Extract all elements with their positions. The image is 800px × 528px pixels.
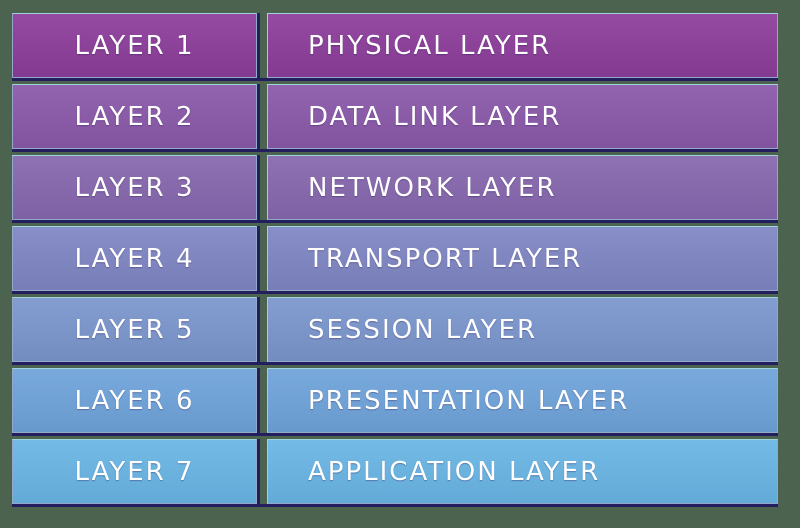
layer-row: LAYER 5 SESSION LAYER <box>12 297 778 365</box>
layer-number-label: LAYER 1 <box>74 30 195 61</box>
layer-name-box: PHYSICAL LAYER <box>267 13 778 78</box>
layer-number-label: LAYER 4 <box>74 243 195 274</box>
layer-name-box: NETWORK LAYER <box>267 155 778 220</box>
layer-name-label: PHYSICAL LAYER <box>308 30 552 61</box>
layer-number-box: LAYER 2 <box>12 84 257 149</box>
layer-row: LAYER 2 DATA LINK LAYER <box>12 84 778 152</box>
layer-number-box: LAYER 3 <box>12 155 257 220</box>
layer-row: LAYER 6 PRESENTATION LAYER <box>12 368 778 436</box>
layer-name-label: SESSION LAYER <box>308 314 538 345</box>
layer-row: LAYER 1 PHYSICAL LAYER <box>12 13 778 81</box>
layer-number-label: LAYER 7 <box>74 456 195 487</box>
layer-number-label: LAYER 3 <box>74 172 195 203</box>
layer-name-label: PRESENTATION LAYER <box>308 385 630 416</box>
layer-number-box: LAYER 5 <box>12 297 257 362</box>
layer-row: LAYER 4 TRANSPORT LAYER <box>12 226 778 294</box>
layer-name-label: DATA LINK LAYER <box>308 101 562 132</box>
layer-name-label: TRANSPORT LAYER <box>308 243 583 274</box>
layer-number-label: LAYER 5 <box>74 314 195 345</box>
layer-number-box: LAYER 1 <box>12 13 257 78</box>
layer-name-box: APPLICATION LAYER <box>267 439 778 504</box>
layer-number-box: LAYER 4 <box>12 226 257 291</box>
layer-name-label: NETWORK LAYER <box>308 172 557 203</box>
layer-number-box: LAYER 6 <box>12 368 257 433</box>
layer-row: LAYER 7 APPLICATION LAYER <box>12 439 778 507</box>
layer-number-label: LAYER 2 <box>74 101 195 132</box>
layer-name-box: PRESENTATION LAYER <box>267 368 778 433</box>
layer-number-box: LAYER 7 <box>12 439 257 504</box>
layer-number-label: LAYER 6 <box>74 385 195 416</box>
layer-name-label: APPLICATION LAYER <box>308 456 601 487</box>
layer-name-box: SESSION LAYER <box>267 297 778 362</box>
layer-name-box: TRANSPORT LAYER <box>267 226 778 291</box>
layer-name-box: DATA LINK LAYER <box>267 84 778 149</box>
layer-row: LAYER 3 NETWORK LAYER <box>12 155 778 223</box>
